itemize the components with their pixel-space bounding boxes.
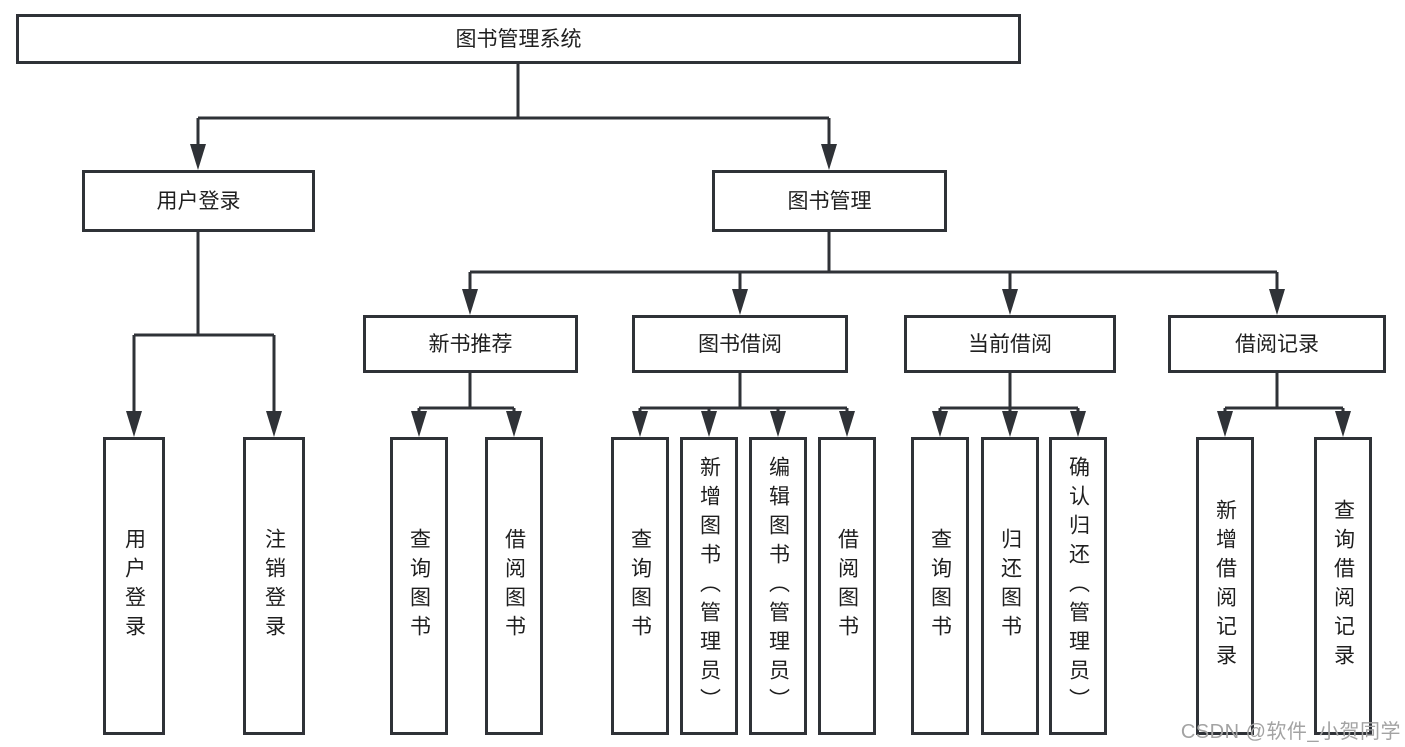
node-book-borrow: 图书借阅 [632, 315, 848, 373]
leaf-query-borrow-record: 查询借阅记录 [1314, 437, 1372, 735]
node-label: 当前借阅 [968, 332, 1052, 356]
leaf-borrow-books-newbook: 借阅图书 [485, 437, 543, 735]
node-current-borrow: 当前借阅 [904, 315, 1116, 373]
node-new-book-recommend: 新书推荐 [363, 315, 578, 373]
node-user-login-branch: 用户登录 [82, 170, 315, 232]
leaf-add-borrow-record: 新增借阅记录 [1196, 437, 1254, 735]
leaf-query-books-newbook: 查询图书 [390, 437, 448, 735]
node-label: 借阅记录 [1235, 332, 1319, 356]
leaf-borrow-books-borrow: 借阅图书 [818, 437, 876, 735]
node-label: 图书借阅 [698, 332, 782, 356]
node-root-label: 图书管理系统 [455, 27, 582, 51]
leaf-logout: 注销登录 [243, 437, 305, 735]
node-label: 图书管理 [787, 189, 872, 213]
leaf-query-books-borrow: 查询图书 [611, 437, 669, 735]
leaf-query-books-current: 查询图书 [911, 437, 969, 735]
leaf-user-login: 用户登录 [103, 437, 165, 735]
node-borrow-records: 借阅记录 [1168, 315, 1386, 373]
leaf-return-books: 归还图书 [981, 437, 1039, 735]
node-label: 用户登录 [156, 189, 241, 213]
node-label: 新书推荐 [428, 332, 513, 356]
leaf-edit-books-admin: 编辑图书（管理员） [749, 437, 807, 735]
leaf-add-books-admin: 新增图书（管理员） [680, 437, 738, 735]
leaf-confirm-return-admin: 确认归还（管理员） [1049, 437, 1107, 735]
node-book-management-branch: 图书管理 [712, 170, 947, 232]
node-root-system: 图书管理系统 [16, 14, 1021, 64]
csdn-watermark: CSDN @软件_小贺同学 [1180, 721, 1401, 743]
